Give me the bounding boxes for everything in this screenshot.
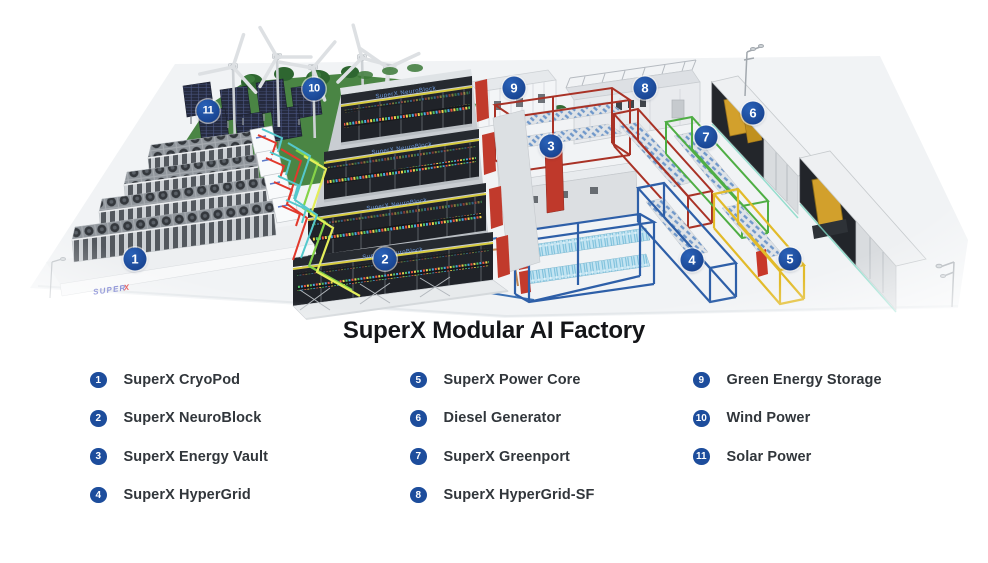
street-lamp-icon (743, 44, 764, 97)
legend-badge: 10 (693, 410, 710, 427)
diagram-marker-1: 1 (123, 247, 147, 271)
page-title: SuperX Modular AI Factory (342, 317, 646, 344)
diagram-marker-6: 6 (741, 101, 765, 125)
factory-illustration: SuperX NeuroBlock SuperX NeuroBlock (0, 0, 988, 322)
neuroblock-rack-hall: SuperX NeuroBlock SuperX NeuroBlock (292, 64, 541, 320)
legend-label: SuperX HyperGrid (123, 487, 251, 504)
diagram-marker-2: 2 (373, 247, 397, 271)
superx-logo-x: X (122, 283, 131, 293)
legend-badge: 8 (410, 486, 427, 504)
legend-badge: 3 (90, 448, 107, 465)
hypergrid-container (635, 181, 739, 304)
greenport-container (664, 115, 770, 240)
legend-item-8: 8 SuperX HyperGrid-SF (410, 476, 594, 514)
legend-label: SuperX Power Core (443, 372, 581, 389)
legend-badge: 1 (90, 371, 107, 389)
legend-item-3: 3 SuperX Energy Vault (90, 438, 268, 476)
street-lamp-icon (49, 257, 66, 299)
container-red-frame (612, 107, 714, 230)
legend-column-1: 1 SuperX CryoPod 2 SuperX NeuroBlock 3 S… (90, 361, 268, 514)
diagram-marker-5: 5 (778, 247, 802, 271)
legend-label: Wind Power (726, 410, 811, 427)
legend-label: SuperX HyperGrid-SF (443, 487, 595, 504)
diesel-generator-container-small (711, 75, 825, 219)
power-core-container (711, 187, 807, 306)
legend-badge: 7 (410, 448, 427, 465)
diagram-marker-9: 9 (502, 76, 526, 100)
legend-item-10: 10 Wind Power (693, 399, 882, 437)
legend-item-1: 1 SuperX CryoPod (90, 361, 268, 399)
legend-item-2: 2 SuperX NeuroBlock (90, 399, 268, 437)
diagram-marker-8: 8 (633, 76, 657, 100)
legend-label: Solar Power (726, 448, 812, 465)
legend-label: Diesel Generator (443, 410, 562, 427)
legend-label: SuperX NeuroBlock (123, 410, 262, 427)
legend-item-7: 7 SuperX Greenport (410, 438, 594, 476)
diagram-marker-11: 11 (196, 99, 220, 123)
legend: 1 SuperX CryoPod 2 SuperX NeuroBlock 3 S… (0, 361, 988, 521)
street-lamp-icon (935, 261, 955, 308)
diesel-generator-container-large (799, 150, 927, 313)
cryopod-unit (71, 194, 300, 263)
legend-item-4: 4 SuperX HyperGrid (90, 476, 268, 514)
legend-badge: 6 (410, 410, 427, 427)
legend-badge: 5 (410, 371, 427, 389)
legend-label: Green Energy Storage (726, 372, 882, 389)
diagram-marker-7: 7 (694, 125, 718, 149)
legend-item-5: 5 SuperX Power Core (410, 361, 594, 399)
legend-label: SuperX Energy Vault (123, 448, 269, 465)
light-poles (49, 44, 955, 308)
legend-column-2: 5 SuperX Power Core 6 Diesel Generator 7… (410, 361, 594, 514)
legend-item-9: 9 Green Energy Storage (693, 361, 882, 399)
diagram-marker-4: 4 (680, 248, 704, 272)
coolant-pipes (257, 128, 361, 297)
legend-label: SuperX Greenport (443, 448, 570, 465)
legend-badge: 9 (693, 371, 710, 389)
diagram-marker-10: 10 (302, 77, 326, 101)
legend-column-3: 9 Green Energy Storage 10 Wind Power 11 … (693, 361, 882, 476)
legend-badge: 2 (90, 410, 107, 427)
diagram-marker-3: 3 (539, 134, 563, 158)
isometric-factory-scene: SuperX NeuroBlock SuperX NeuroBlock (30, 11, 968, 320)
legend-item-11: 11 Solar Power (693, 438, 882, 476)
legend-badge: 4 (90, 486, 107, 504)
cryopod-cooling-units: SUPER X (46, 125, 317, 297)
legend-badge: 11 (693, 448, 710, 465)
legend-label: SuperX CryoPod (123, 372, 241, 389)
legend-item-6: 6 Diesel Generator (410, 399, 594, 437)
